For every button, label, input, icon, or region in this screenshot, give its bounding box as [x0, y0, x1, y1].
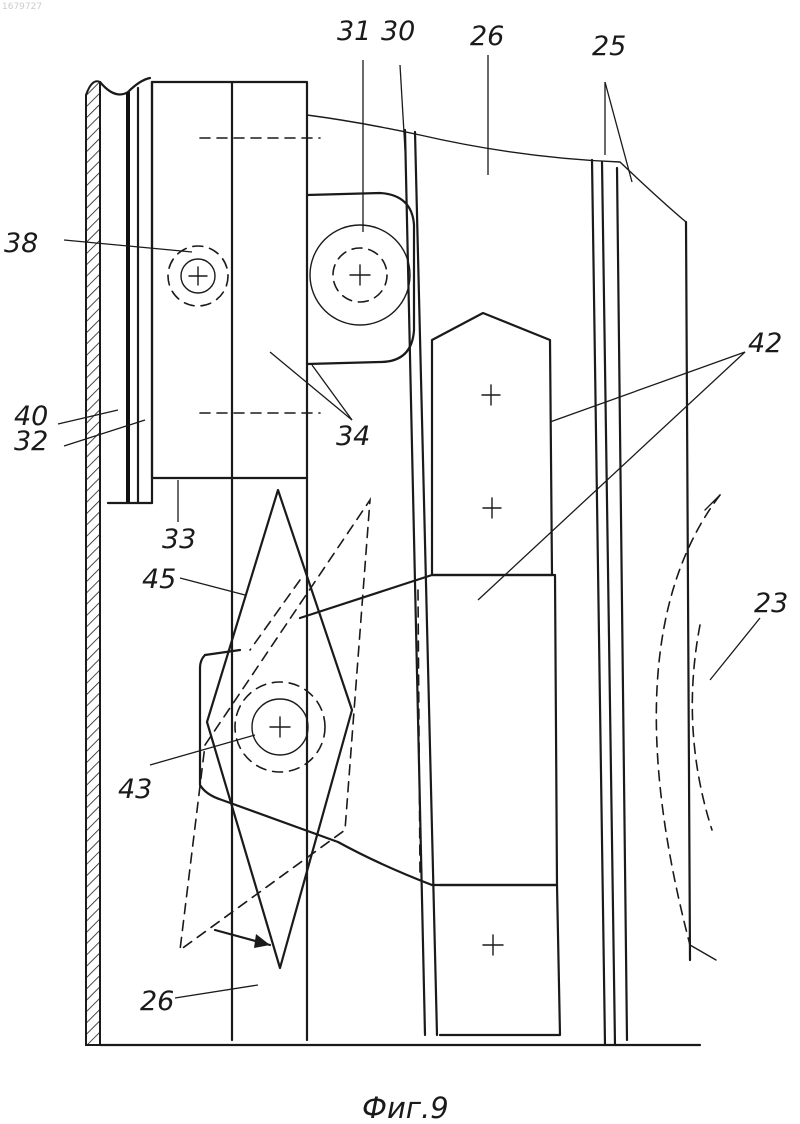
label-26-top: 26 — [470, 21, 504, 52]
label-38: 38 — [4, 228, 38, 259]
block-33 — [152, 82, 320, 478]
label-25: 25 — [592, 31, 626, 62]
label-30: 30 — [381, 16, 415, 47]
cam-45 — [180, 490, 370, 968]
label-34: 34 — [336, 421, 370, 452]
lever-body — [200, 575, 560, 1035]
label-23: 23 — [754, 588, 788, 619]
label-32: 32 — [14, 426, 48, 457]
slider-42 — [432, 313, 552, 575]
top-break-line — [307, 115, 686, 222]
strip-40-32 — [108, 82, 152, 503]
figure-caption: Фиг.9 — [362, 1091, 449, 1124]
label-45: 45 — [142, 564, 176, 595]
block-31 — [307, 193, 414, 364]
watermark-text: 1679727 — [2, 2, 42, 12]
frame-verticals — [232, 130, 690, 1045]
label-33: 33 — [162, 524, 196, 555]
label-26-bottom: 26 — [140, 986, 174, 1017]
label-43: 43 — [118, 774, 152, 805]
label-42: 42 — [748, 328, 782, 359]
double-arrow — [215, 930, 270, 948]
label-31: 31 — [337, 16, 371, 47]
reference-labels: 31 30 26 25 38 42 40 32 34 33 45 23 43 2… — [4, 16, 788, 1017]
